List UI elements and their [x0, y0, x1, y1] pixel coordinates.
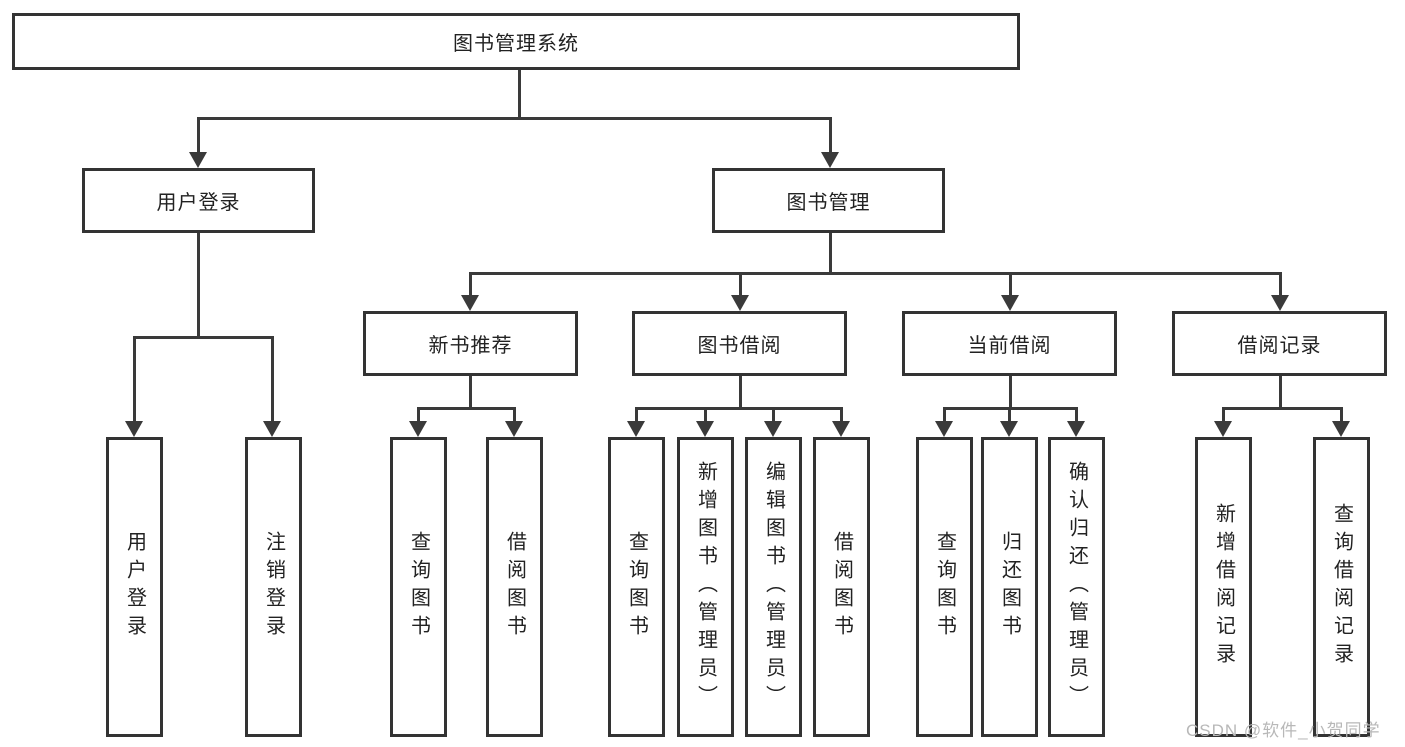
connector-records-stem: [1279, 376, 1282, 410]
arrow-to-c2: [1000, 421, 1018, 437]
connector-drop-b3: [772, 407, 775, 424]
node-book-management-branch: 图书管理: [712, 168, 945, 233]
connector-current-stem: [1009, 376, 1012, 410]
connector-root-stem: [518, 69, 521, 119]
arrow-to-b4: [832, 421, 850, 437]
arrow-to-c3: [1067, 421, 1085, 437]
connector-drop-b4: [840, 407, 843, 424]
leaf-borrow-books-recommend: 借阅图书: [486, 437, 543, 737]
csdn-watermark: CSDN @软件_小贺同学: [1186, 721, 1381, 740]
connector-borrowing-rail: [635, 407, 843, 410]
leaf-edit-books-admin: 编辑图书（管理员）: [745, 437, 802, 737]
connector-drop-b1: [635, 407, 638, 424]
leaf-query-books-borrowing: 查询图书: [608, 437, 665, 737]
connector-records-rail: [1222, 407, 1343, 410]
connector-drop-current: [1009, 272, 1012, 298]
connector-drop-rec2: [1340, 407, 1343, 424]
leaf-confirm-return-admin: 确认归还（管理员）: [1048, 437, 1105, 737]
arrow-to-recommend: [461, 295, 479, 311]
arrow-to-c1: [935, 421, 953, 437]
connector-user-login-stem: [197, 233, 200, 339]
arrow-to-b2: [696, 421, 714, 437]
arrow-to-r2: [505, 421, 523, 437]
connector-drop-r1: [417, 407, 420, 424]
connector-drop-c3: [1075, 407, 1078, 424]
arrow-to-rec1: [1214, 421, 1232, 437]
connector-drop-book-mgmt: [829, 117, 832, 155]
connector-level2-rail: [197, 117, 831, 120]
leaf-query-borrow-record: 查询借阅记录: [1313, 437, 1370, 737]
leaf-query-books-current: 查询图书: [916, 437, 973, 737]
leaf-user-login: 用户登录: [106, 437, 163, 737]
arrow-to-r1: [409, 421, 427, 437]
leaf-add-books-admin: 新增图书（管理员）: [677, 437, 734, 737]
arrow-to-rec2: [1332, 421, 1350, 437]
connector-borrowing-stem: [739, 376, 742, 410]
connector-level3-rail: [469, 272, 1282, 275]
connector-drop-c1: [943, 407, 946, 424]
arrow-to-user-login: [189, 152, 207, 168]
connector-drop-c2: [1008, 407, 1011, 424]
leaf-return-books: 归还图书: [981, 437, 1038, 737]
connector-drop-r2: [513, 407, 516, 424]
leaf-add-borrow-record: 新增借阅记录: [1195, 437, 1252, 737]
arrow-to-current: [1001, 295, 1019, 311]
arrow-to-b3: [764, 421, 782, 437]
leaf-query-books-recommend: 查询图书: [390, 437, 447, 737]
connector-drop-recommend: [469, 272, 472, 298]
connector-drop-leaf-logout: [271, 336, 274, 424]
node-current-borrowing: 当前借阅: [902, 311, 1117, 376]
leaf-borrow-books: 借阅图书: [813, 437, 870, 737]
connector-drop-user-login: [197, 117, 200, 155]
connector-recommend-stem: [469, 376, 472, 410]
node-borrowing-records: 借阅记录: [1172, 311, 1387, 376]
connector-drop-leaf-login: [133, 336, 136, 424]
arrow-to-leaf-login: [125, 421, 143, 437]
connector-book-mgmt-stem: [829, 233, 832, 275]
node-new-book-recommendation: 新书推荐: [363, 311, 578, 376]
arrow-to-borrowing: [731, 295, 749, 311]
node-book-borrowing: 图书借阅: [632, 311, 847, 376]
leaf-logout: 注销登录: [245, 437, 302, 737]
arrow-to-b1: [627, 421, 645, 437]
connector-drop-rec1: [1222, 407, 1225, 424]
arrow-to-book-mgmt: [821, 152, 839, 168]
arrow-to-records: [1271, 295, 1289, 311]
node-user-login-branch: 用户登录: [82, 168, 315, 233]
connector-drop-records: [1279, 272, 1282, 298]
arrow-to-leaf-logout: [263, 421, 281, 437]
node-root-library-management-system: 图书管理系统: [12, 13, 1020, 70]
connector-drop-borrowing: [739, 272, 742, 298]
connector-drop-b2: [704, 407, 707, 424]
connector-user-login-rail: [133, 336, 274, 339]
connector-recommend-rail: [417, 407, 515, 410]
